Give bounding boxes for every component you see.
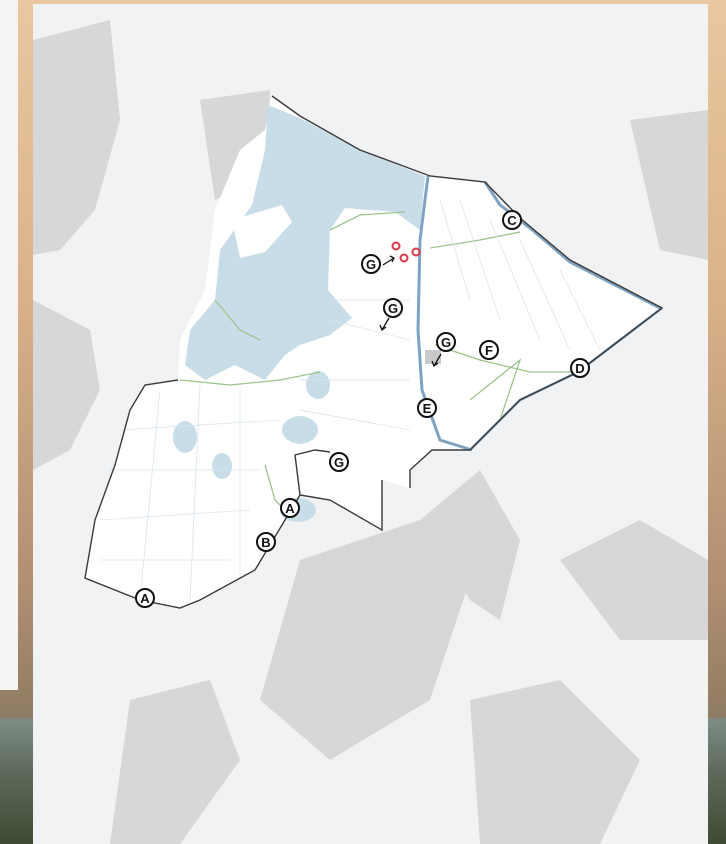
built-up-areas	[33, 20, 708, 844]
map-canvas: A A B C D E F G G G G	[33, 4, 708, 844]
pointer-arrows	[379, 255, 442, 368]
map-label-g3: G	[436, 332, 456, 352]
background-panel	[0, 0, 18, 690]
map-label-c: C	[502, 210, 522, 230]
map-label-g1: G	[361, 254, 381, 274]
highlight-markers	[391, 241, 421, 263]
study-area-boundary	[84, 95, 664, 609]
map-label-g2: G	[383, 298, 403, 318]
canal-east	[416, 175, 473, 452]
map-label-a1: A	[135, 588, 155, 608]
polder-ditches	[99, 199, 601, 601]
canal-north	[483, 181, 661, 310]
map-svg	[33, 20, 708, 844]
map-label-d: D	[570, 358, 590, 378]
map-label-f: F	[479, 340, 499, 360]
map-label-e: E	[417, 398, 437, 418]
lake	[185, 105, 425, 380]
map-label-g4: G	[329, 452, 349, 472]
recreation-paths	[179, 211, 578, 516]
map-label-b: B	[256, 532, 276, 552]
small-lakes	[173, 205, 330, 522]
map-label-a2: A	[280, 498, 300, 518]
